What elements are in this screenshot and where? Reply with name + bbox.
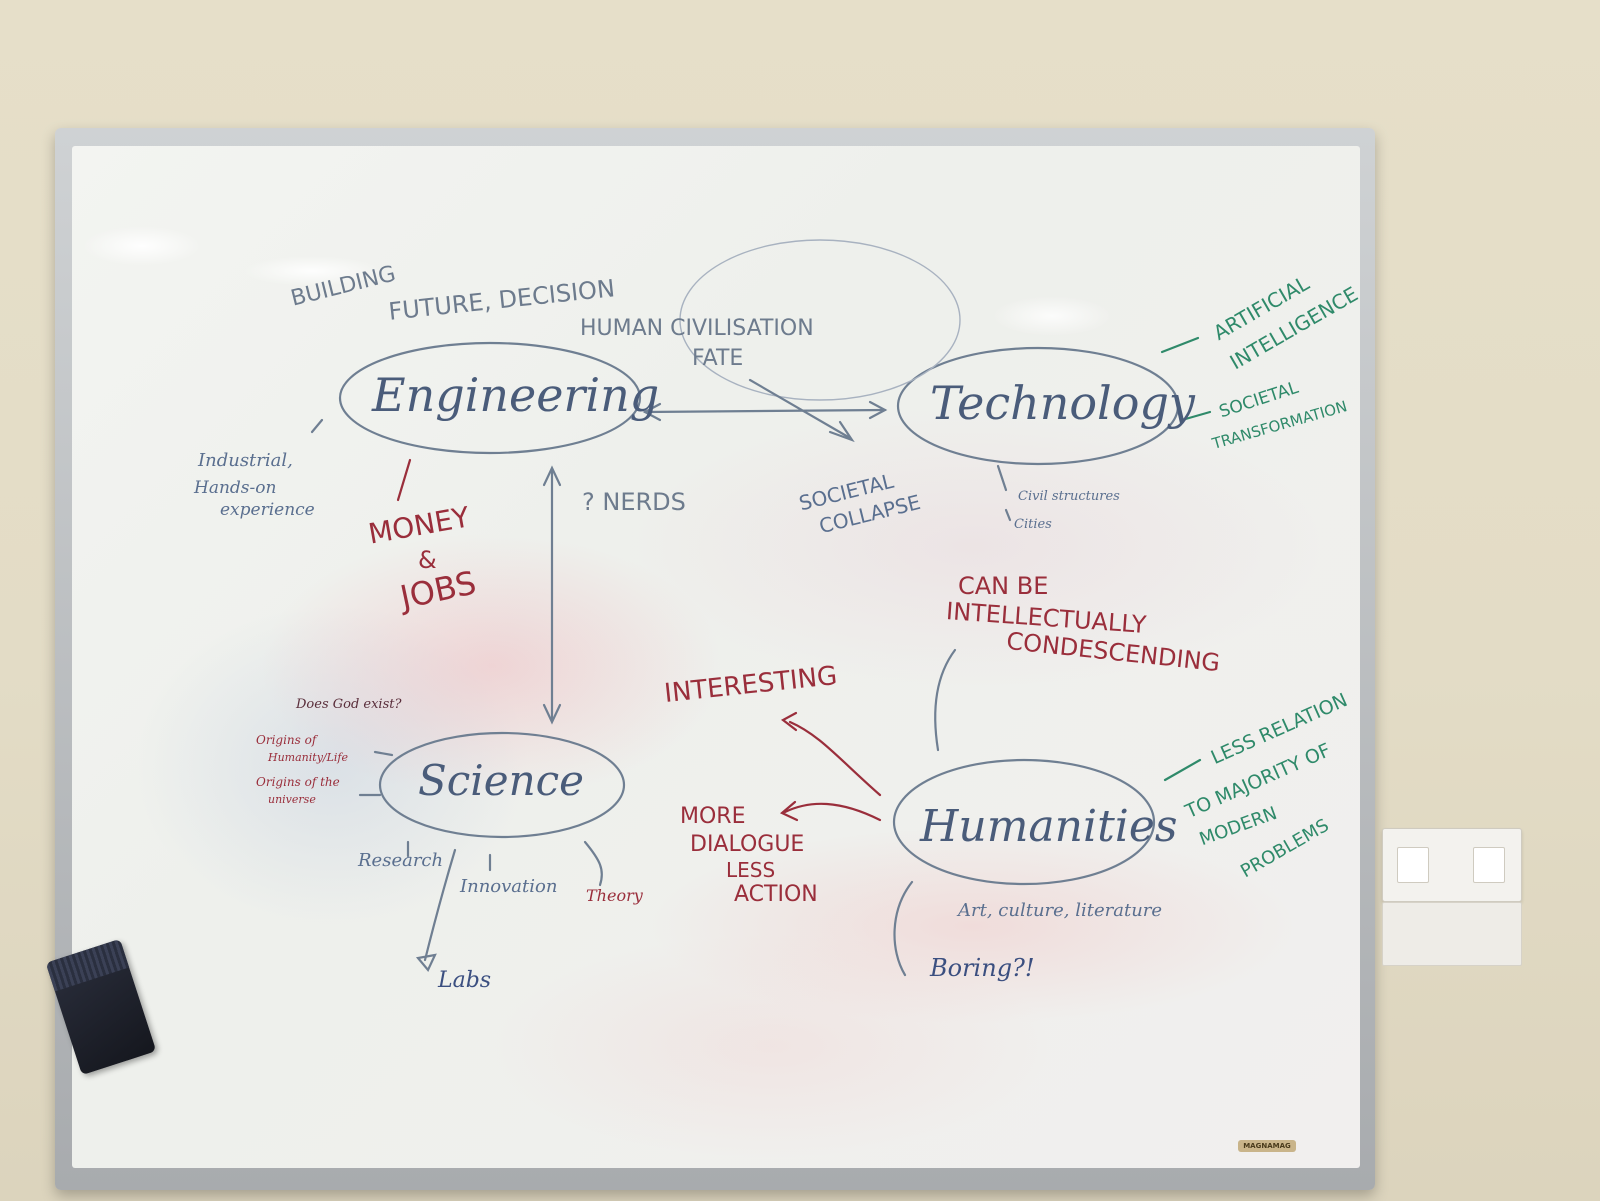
light-glare	[82, 226, 202, 266]
light-switch-right[interactable]	[1473, 847, 1505, 883]
note-experience: experience	[220, 500, 315, 520]
note-cities: Cities	[1014, 517, 1052, 532]
note-industrial: Industrial,	[198, 450, 293, 471]
engineering-node-label: Engineering	[372, 368, 660, 422]
note-research: Research	[358, 850, 444, 871]
note-origins-1: Origins of	[256, 733, 317, 747]
technology-node-label: Technology	[930, 376, 1195, 430]
wall-plate	[1382, 902, 1522, 966]
light-glare	[242, 256, 382, 286]
note-theory: Theory	[586, 886, 643, 905]
note-innovation: Innovation	[460, 876, 558, 897]
note-god-exist: Does God exist?	[296, 697, 402, 712]
humanities-node-label: Humanities	[920, 801, 1178, 852]
note-ampersand: &	[418, 546, 437, 574]
note-less: LESS	[726, 858, 776, 882]
note-origins-2: Humanity/Life	[268, 751, 349, 764]
note-action: ACTION	[734, 882, 818, 907]
note-human-civilisation: HUMAN CIVILISATION	[580, 316, 814, 341]
note-boring: Boring?!	[930, 954, 1035, 982]
light-switch-left[interactable]	[1397, 847, 1429, 883]
note-labs: Labs	[438, 968, 492, 993]
note-can-be: CAN BE	[958, 572, 1049, 600]
light-glare	[992, 296, 1112, 336]
note-civil-structures: Civil structures	[1018, 489, 1120, 504]
note-origins-3: Origins of the	[256, 775, 340, 789]
note-hands-on: Hands-on	[194, 478, 277, 498]
note-fate: FATE	[692, 346, 744, 371]
science-node-label: Science	[418, 756, 585, 805]
light-switch-plate	[1382, 828, 1522, 902]
note-origins-4: universe	[268, 793, 316, 806]
board-brand-label: MAGNAMAG	[1238, 1140, 1296, 1152]
note-art-culture: Art, culture, literature	[958, 900, 1163, 921]
note-nerds: ? NERDS	[582, 488, 686, 516]
note-more: MORE	[680, 804, 746, 829]
note-dialogue: DIALOGUE	[690, 832, 805, 857]
